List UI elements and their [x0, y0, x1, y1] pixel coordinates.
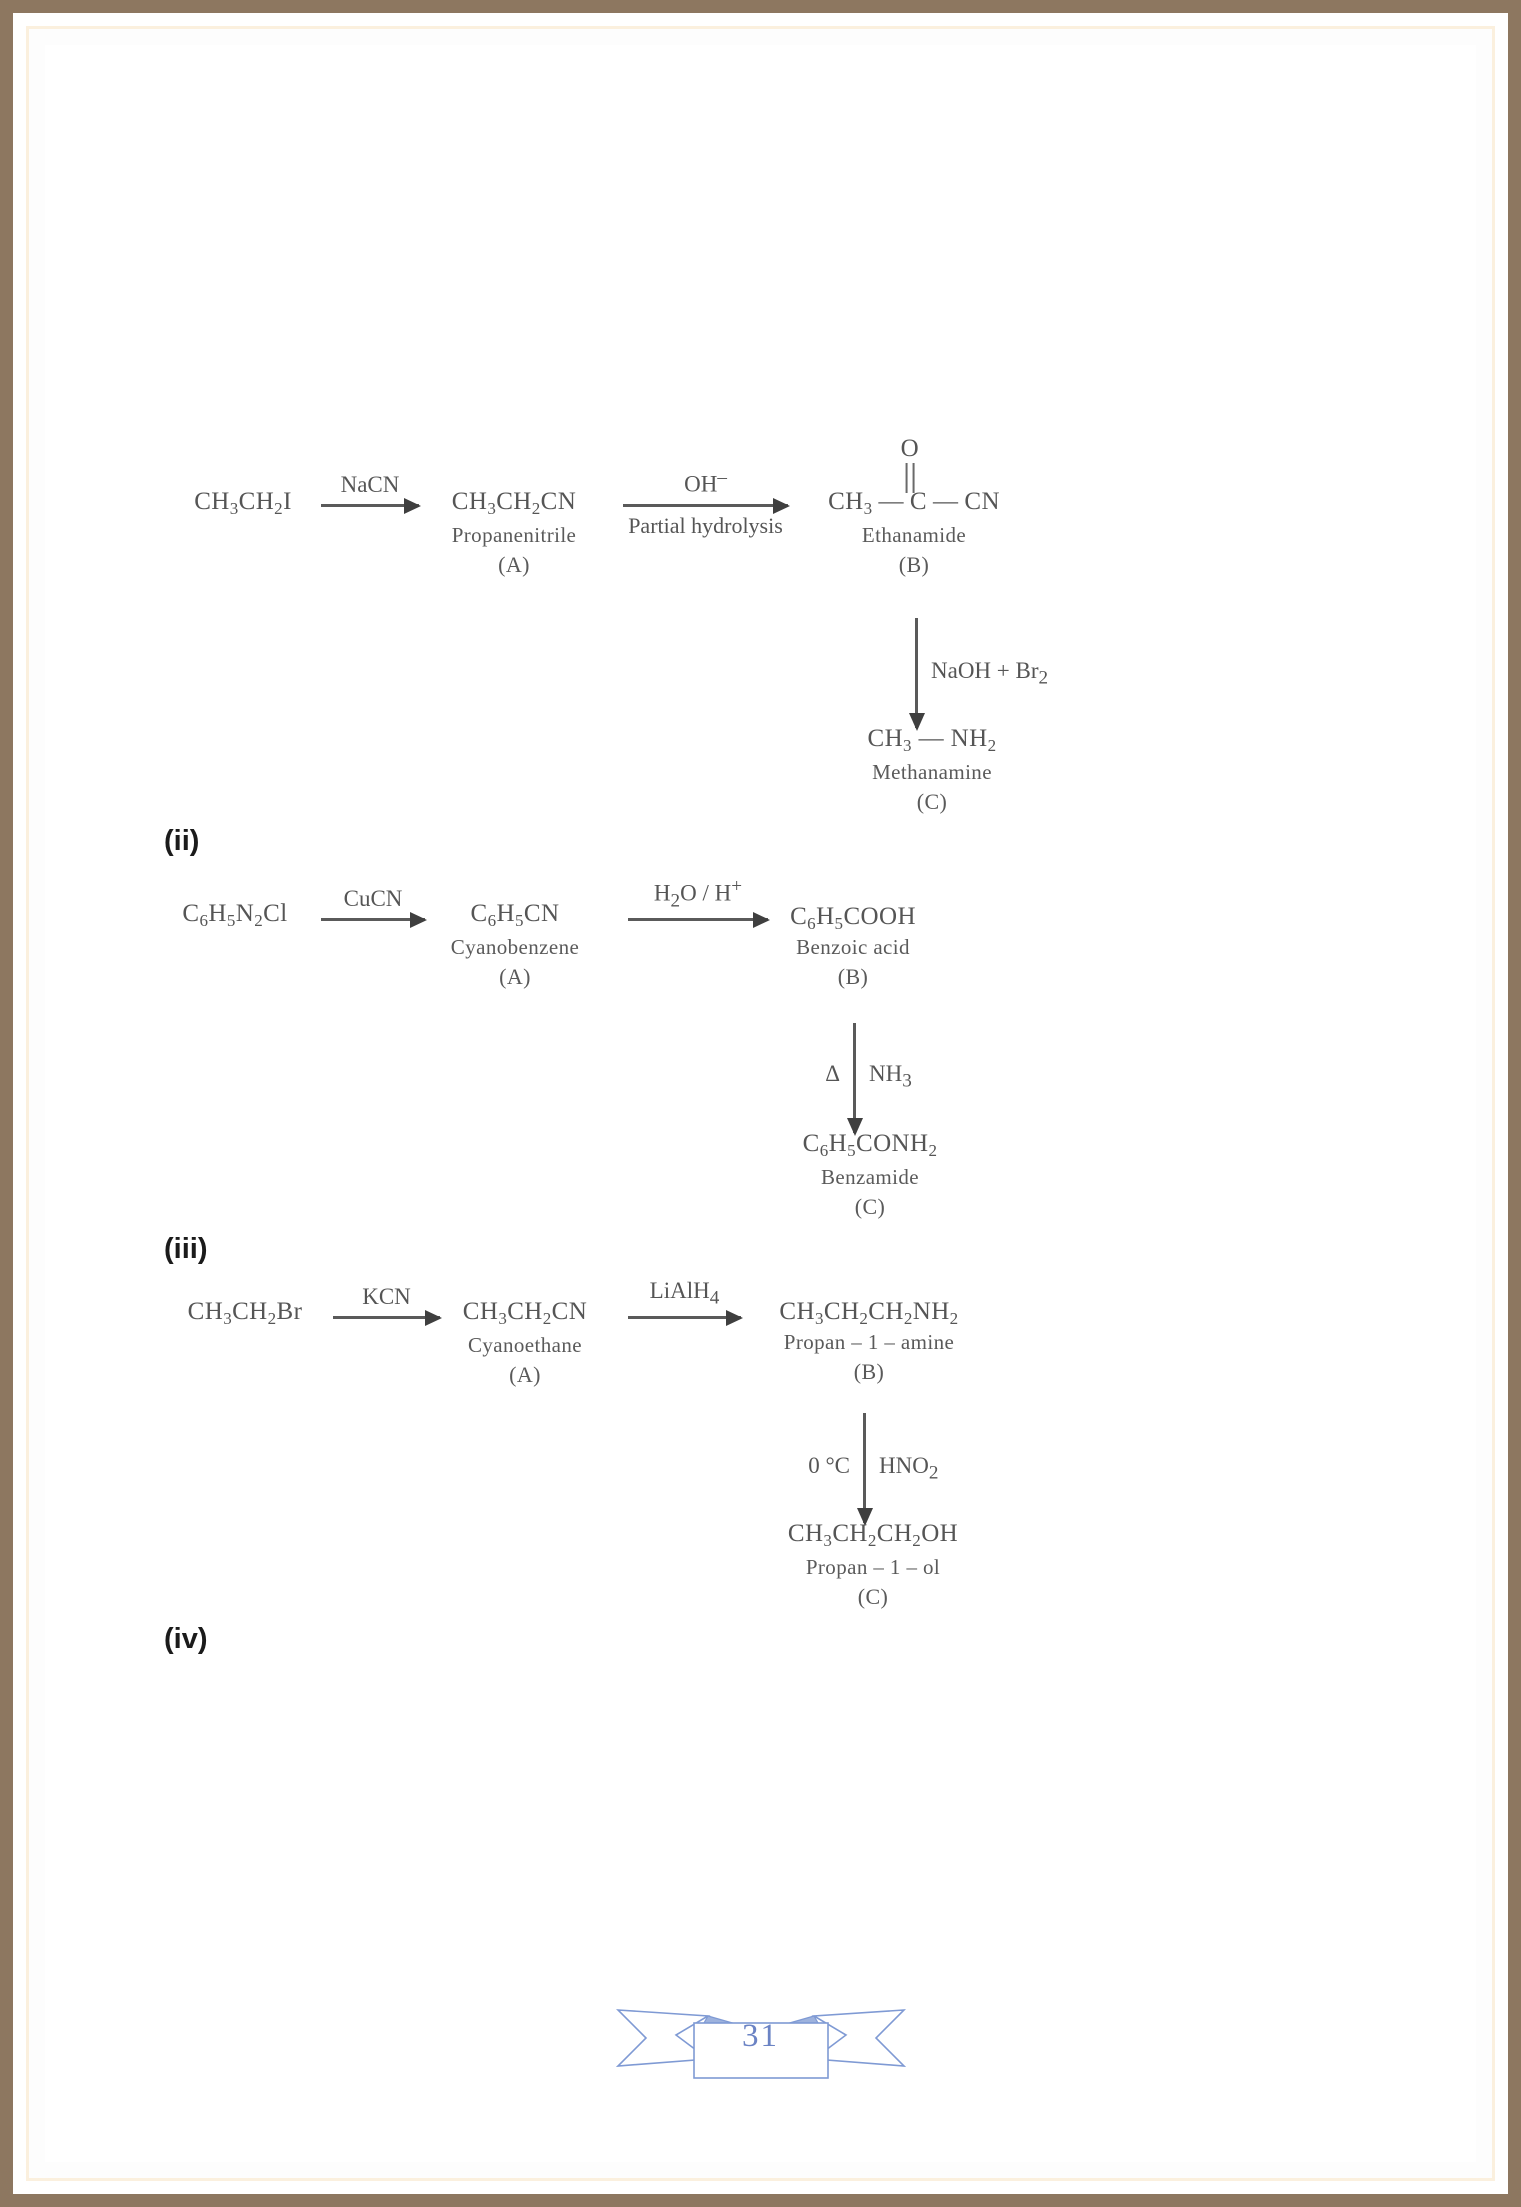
scheme-i-product-a-formula: CH3CH2CN [451, 488, 577, 518]
scheme-iii-product-c-tag: (C) [857, 1583, 889, 1609]
scheme-iii-arrow-1: KCN [333, 1284, 440, 1319]
scheme-i-arrow-2-condition: Partial hydrolysis [628, 513, 783, 538]
scheme-ii-arrow-3: Δ NH3 [825, 1023, 912, 1133]
scheme-i-product-b-center-carbon: C [909, 488, 927, 515]
scheme-ii-product-a-formula: C6H5CN [470, 900, 560, 930]
scheme-iii-arrow-2-reagent: LiAlH4 [649, 1278, 720, 1309]
page-inner-border: CH3CH2I NaCN CH3CH2CN Propanenitrile (A)… [26, 26, 1495, 2181]
scheme-ii-arrow-3-reagent: NH3 [869, 1061, 912, 1092]
scheme-iii-product-b: CH3CH2CH2NH2 Propan – 1 – amine (B) [779, 1298, 958, 1385]
scheme-ii-reactant-formula: C6H5N2Cl [182, 900, 288, 930]
scheme-i-product-c-tag: (C) [916, 788, 948, 814]
scheme-iii-product-b-tag: (B) [853, 1358, 885, 1384]
scheme-ii-arrow-2-reagent: H2O / H+ [653, 875, 743, 911]
scheme-ii-arrow-2: H2O / H+ [628, 876, 768, 921]
section-label-iv: (iv) [164, 1623, 208, 1655]
scheme-ii-product-a: C6H5CN Cyanobenzene (A) [451, 900, 579, 990]
scheme-ii-product-c-tag: (C) [854, 1193, 886, 1219]
scheme-i-product-b-suffix: CN [964, 488, 1000, 515]
scheme-iii-product-a-formula: CH3CH2CN [462, 1298, 588, 1328]
scheme-i-product-b-bond-2: — [932, 488, 959, 515]
scheme-iii-product-b-name: Propan – 1 – amine [783, 1329, 955, 1354]
scheme-i-arrow-3: NaOH + Br2 [915, 618, 1048, 728]
page-number-ribbon: 31 [615, 1990, 906, 2080]
double-bond-icon [905, 463, 915, 493]
scheme-ii-product-a-tag: (A) [499, 963, 531, 989]
scheme-ii-product-a-name: Cyanobenzene [450, 934, 580, 959]
scheme-i-product-b-prefix: CH3 [828, 488, 873, 518]
scheme-i-arrow-1-reagent: NaCN [340, 472, 400, 497]
scheme-iii-reactant: CH3CH2Br [188, 1298, 303, 1329]
scheme-ii-product-b-tag: (B) [837, 963, 869, 989]
scheme-ii-product-c-name: Benzamide [820, 1164, 920, 1189]
scheme-i-product-c: CH3 — NH2 Methanamine (C) [868, 725, 997, 815]
scheme-i-product-c-formula: CH3 — NH2 [867, 725, 997, 755]
page-number: 31 [742, 2017, 779, 2054]
section-label-iii: (iii) [164, 1233, 208, 1265]
scheme-i-product-b-tag: (B) [898, 551, 930, 577]
scheme-i-reactant-formula: CH3CH2I [194, 488, 292, 518]
scheme-iii-product-c: CH3CH2CH2OH Propan – 1 – ol (C) [788, 1520, 958, 1610]
scheme-iii-product-a-name: Cyanoethane [467, 1332, 583, 1357]
scheme-iii-arrow-2: LiAlH4 [628, 1278, 741, 1319]
scheme-iii-arrow-3-reagent: HNO2 [879, 1453, 939, 1484]
carbonyl-oxygen-atom: O [900, 435, 920, 462]
scheme-iii-product-b-formula: CH3CH2CH2NH2 [779, 1298, 959, 1328]
scheme-iii-product-c-name: Propan – 1 – ol [805, 1554, 941, 1579]
scheme-i-arrow-1: NaCN [321, 472, 419, 507]
scheme-i-arrow-2-reagent: OH– [684, 467, 727, 497]
ribbon-banner-icon [615, 2009, 906, 2079]
scheme-ii-product-c-formula: C6H5CONH2 [802, 1130, 938, 1160]
scheme-i-arrow-3-reagent: NaOH + Br2 [931, 658, 1049, 689]
scheme-ii-arrow-3-condition: Δ [825, 1061, 840, 1086]
scheme-i-reactant: CH3CH2I [194, 488, 292, 519]
scheme-i-product-c-name: Methanamine [872, 759, 992, 784]
scheme-i-product-b: CH3— O C —CN Ethanamide (B) [828, 435, 1000, 578]
scheme-iii-arrow-1-reagent: KCN [362, 1284, 411, 1309]
scheme-i-arrow-2: OH– Partial hydrolysis [623, 467, 788, 538]
scheme-ii-arrow-1-reagent: CuCN [343, 886, 403, 911]
scheme-i-product-a-name: Propanenitrile [451, 522, 577, 547]
scheme-i-product-b-bond-1: — [878, 488, 904, 515]
scheme-iii-reactant-formula: CH3CH2Br [187, 1298, 303, 1328]
scheme-i-product-a-tag: (A) [498, 551, 530, 577]
scheme-ii-reactant: C6H5N2Cl [182, 900, 287, 931]
scheme-ii-arrow-1: CuCN [321, 886, 425, 921]
scheme-i-product-a: CH3CH2CN Propanenitrile (A) [452, 488, 577, 578]
scheme-iii-arrow-3-condition: 0 °C [808, 1453, 850, 1478]
scheme-ii-product-b: C6H5COOH Benzoic acid (B) [790, 903, 916, 990]
scheme-i-product-b-name: Ethanamide [861, 522, 967, 547]
scheme-ii-product-b-name: Benzoic acid [796, 934, 910, 959]
page-sheet: CH3CH2I NaCN CH3CH2CN Propanenitrile (A)… [45, 45, 1476, 2162]
scheme-i-product-b-formula: CH3— O C —CN [828, 435, 1000, 519]
scheme-ii-product-c: C6H5CONH2 Benzamide (C) [803, 1130, 938, 1220]
scheme-iii-arrow-3: 0 °C HNO2 [808, 1413, 938, 1523]
scheme-ii-product-b-formula: C6H5COOH [790, 903, 916, 933]
section-label-ii: (ii) [164, 825, 200, 857]
scheme-iii-product-a: CH3CH2CN Cyanoethane (A) [463, 1298, 587, 1388]
scheme-iii-product-c-formula: CH3CH2CH2OH [787, 1520, 959, 1550]
scheme-iii-product-a-tag: (A) [509, 1361, 541, 1387]
